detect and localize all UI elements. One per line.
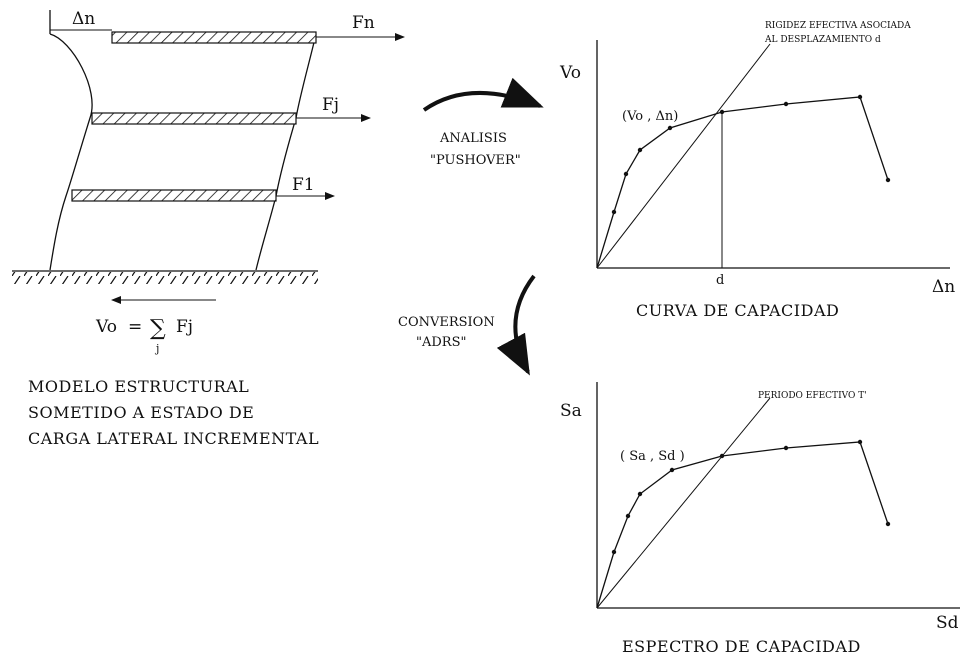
adrs-curved-arrow (496, 274, 536, 376)
adrs-arrow-group: CONVERSION "ADRS" (398, 274, 536, 376)
pushover-arrow-group: ANALISIS "PUSHOVER" (422, 77, 544, 168)
capacity-curve-chart: Vo Δn d (Vo , Δn) RIGIDEZ EFECTIVA ASOCI… (559, 21, 955, 320)
sum-index: j (154, 342, 159, 355)
frame-right-column (255, 33, 317, 271)
spectrum-period-line (596, 397, 771, 609)
ground-hatch (12, 272, 318, 284)
base-shear-symbol: Vo (95, 317, 117, 337)
capacity-point (667, 125, 673, 131)
capacity-point (637, 147, 643, 153)
adrs-label-1: CONVERSION (398, 315, 495, 330)
spectrum-point (625, 513, 631, 519)
pushover-curved-arrow (422, 77, 544, 112)
spectrum-point-label: ( Sa , Sd ) (620, 449, 685, 464)
spectrum-point (719, 453, 725, 459)
stiffness-note-2: AL DESPLAZAMIENTO d (764, 35, 881, 45)
capacity-point (857, 94, 863, 100)
capacity-caption: CURVA DE CAPACIDAD (636, 301, 839, 320)
stiffness-note-1: RIGIDEZ EFECTIVA ASOCIADA (765, 21, 911, 31)
slab-middle (91, 112, 297, 125)
capacity-point (885, 177, 891, 183)
structural-frame-model: Δn Fn Fj F1 Vo = ∑ j Fj (12, 9, 405, 355)
pushover-label-2: "PUSHOVER" (430, 153, 521, 168)
model-caption-line-3: CARGA LATERAL INCREMENTAL (28, 429, 319, 448)
force-label-middle: Fj (322, 95, 339, 115)
spectrum-point (783, 445, 789, 451)
pushover-label-1: ANALISIS (439, 131, 507, 146)
model-caption-line-2: SOMETIDO A ESTADO DE (28, 403, 254, 422)
spectrum-point (857, 439, 863, 445)
frame-left-column (49, 33, 93, 271)
capacity-point-label: (Vo , Δn) (622, 109, 678, 124)
spectrum-point (669, 467, 675, 473)
capacity-stiffness-line (596, 43, 771, 269)
capacity-point (623, 171, 629, 177)
force-label-bottom: F1 (292, 175, 315, 195)
capacity-point (611, 209, 617, 215)
spectrum-y-label: Sa (560, 401, 582, 421)
force-label-top: Fn (352, 13, 375, 33)
sum-term: Fj (176, 317, 193, 337)
capacity-point (719, 109, 725, 115)
spectrum-x-label: Sd (936, 613, 959, 633)
slab-bottom (71, 189, 277, 202)
capacity-point (783, 101, 789, 107)
model-caption: MODELO ESTRUCTURAL SOMETIDO A ESTADO DE … (28, 377, 319, 448)
sum-symbol: ∑ (150, 316, 166, 341)
spectrum-point (885, 521, 891, 527)
spectrum-caption: ESPECTRO DE CAPACIDAD (622, 637, 861, 656)
equation-equals: = (128, 317, 142, 337)
delta-label: Δn (72, 9, 95, 29)
model-caption-line-1: MODELO ESTRUCTURAL (28, 377, 249, 396)
spectrum-point (611, 549, 617, 555)
spectrum-point (637, 491, 643, 497)
adrs-label-2: "ADRS" (416, 335, 466, 350)
capacity-x-label: Δn (932, 277, 955, 297)
capacity-y-label: Vo (559, 63, 581, 83)
period-note: PERIODO EFECTIVO T' (758, 391, 867, 401)
capacity-d-label: d (716, 273, 724, 288)
spectrum-curve-line (596, 441, 889, 609)
slab-top (111, 31, 317, 44)
capacity-spectrum-chart: Sa Sd ( Sa , Sd ) PERIODO EFECTIVO T' ES… (560, 382, 960, 656)
